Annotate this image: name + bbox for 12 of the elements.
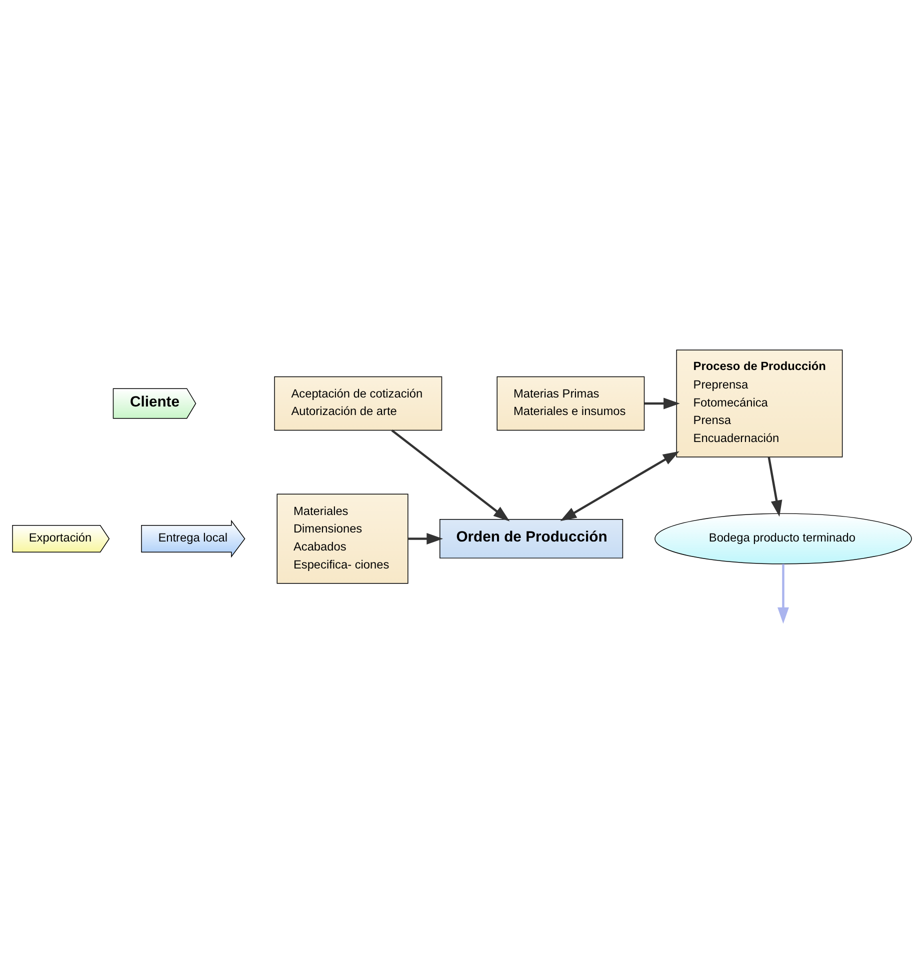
arrow <box>391 429 510 522</box>
node-ellipse: Bodega producto terminado <box>654 513 912 564</box>
node-box: Orden de Producción <box>440 519 624 558</box>
arrow <box>778 564 789 624</box>
arrow <box>408 533 444 544</box>
arrow <box>644 398 680 410</box>
arrow <box>560 451 680 522</box>
node-box: Materias Primas Materiales e insumos <box>496 376 645 431</box>
node-box: Proceso de Producción Preprensa Fotomecánica Prensa Encuadernación <box>676 350 843 458</box>
arrow <box>768 456 782 517</box>
node-box: Materiales Dimensiones Acabados Especifica- ciones <box>276 494 408 584</box>
node-box: Aceptación de cotización Autorización de arte <box>274 376 442 431</box>
